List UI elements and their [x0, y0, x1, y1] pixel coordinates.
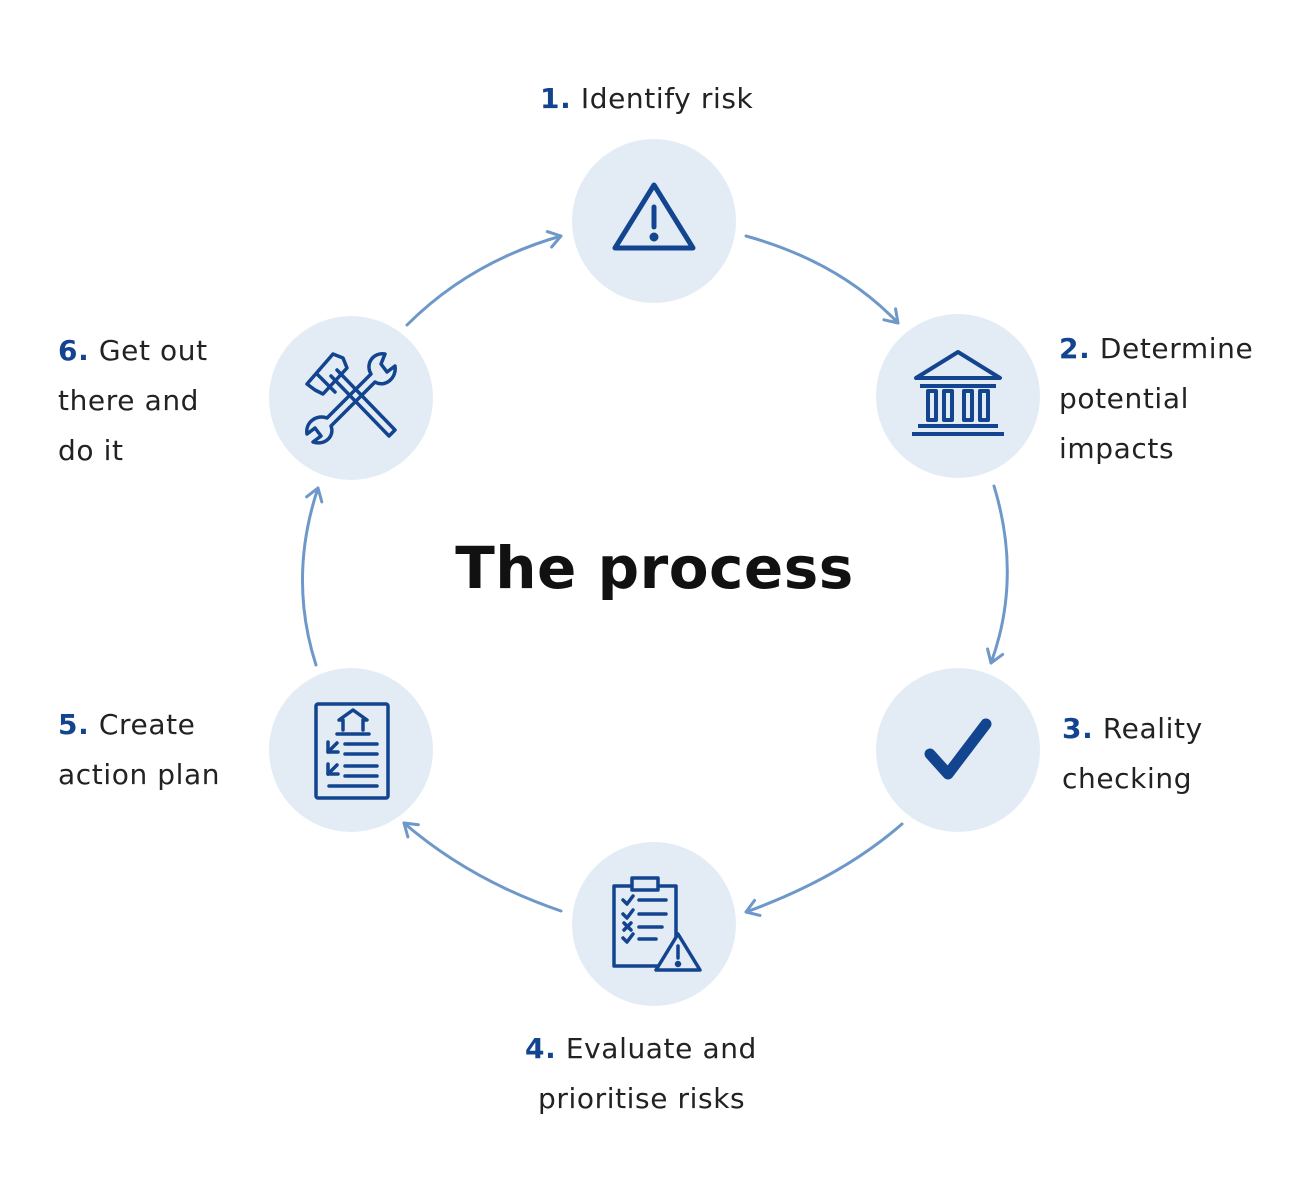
step-3-label: 3. Reality checking — [1062, 704, 1203, 804]
step-2-text-3: impacts — [1059, 432, 1175, 465]
wrench-hammer-icon — [305, 352, 397, 445]
step-6-text-2: there and — [58, 384, 200, 417]
step-3-number: 3. — [1062, 712, 1094, 745]
step-6-text-3: do it — [58, 434, 124, 467]
step-4-line-1: 4. Evaluate and — [525, 1024, 757, 1074]
step-1-line-1: 1. Identify risk — [540, 74, 753, 124]
warning-triangle-icon — [612, 182, 696, 251]
arrow-5-to-6 — [301, 486, 324, 667]
step-1-number: 1. — [540, 82, 572, 115]
cycle-arrows — [301, 230, 1009, 917]
arrow-1-to-2 — [744, 234, 900, 325]
step-4-number: 4. — [525, 1032, 557, 1065]
step-2-circle — [876, 314, 1040, 478]
step-3-line-1: 3. Reality — [1062, 704, 1203, 754]
diagram-title: The process — [455, 534, 854, 602]
step-5-text-2: action plan — [58, 758, 221, 791]
step-1-text: Identify risk — [580, 82, 754, 115]
step-2-label: 2. Determine potential impacts — [1059, 324, 1253, 474]
step-3-text-1: Reality — [1102, 712, 1203, 745]
step-4-text-1: Evaluate and — [565, 1032, 757, 1065]
step-6-number: 6. — [58, 334, 90, 367]
arrow-6-to-1 — [405, 230, 563, 327]
step-3-text-2: checking — [1062, 762, 1193, 795]
step-2-text-2: potential — [1059, 382, 1189, 415]
step-2-number: 2. — [1059, 332, 1091, 365]
checkmark-icon — [924, 718, 992, 780]
step-4-text-2: prioritise risks — [538, 1082, 746, 1115]
step-5-number: 5. — [58, 708, 90, 741]
step-4-label: 4. Evaluate and prioritise risks — [525, 1024, 757, 1124]
step-1-label: 1. Identify risk — [540, 74, 753, 124]
step-3-circle — [876, 668, 1040, 832]
step-4-circle — [572, 842, 736, 1006]
step-6-line-1: 6. Get out — [58, 326, 208, 376]
step-2-line-1: 2. Determine — [1059, 324, 1253, 374]
step-6-text-1: Get out — [98, 334, 208, 367]
step-5-label: 5. Create action plan — [58, 700, 220, 800]
step-5-circle — [269, 668, 433, 832]
step-2-text-1: Determine — [1099, 332, 1254, 365]
institution-building-icon — [912, 350, 1004, 436]
action-plan-document-icon — [314, 702, 390, 800]
step-5-text-1: Create — [98, 708, 196, 741]
arrow-4-to-5 — [402, 821, 563, 913]
arrow-2-to-3 — [986, 484, 1009, 665]
step-5-line-1: 5. Create — [58, 700, 220, 750]
step-6-label: 6. Get out there and do it — [58, 326, 208, 476]
arrow-3-to-4 — [744, 822, 904, 917]
clipboard-warning-icon — [612, 876, 702, 972]
